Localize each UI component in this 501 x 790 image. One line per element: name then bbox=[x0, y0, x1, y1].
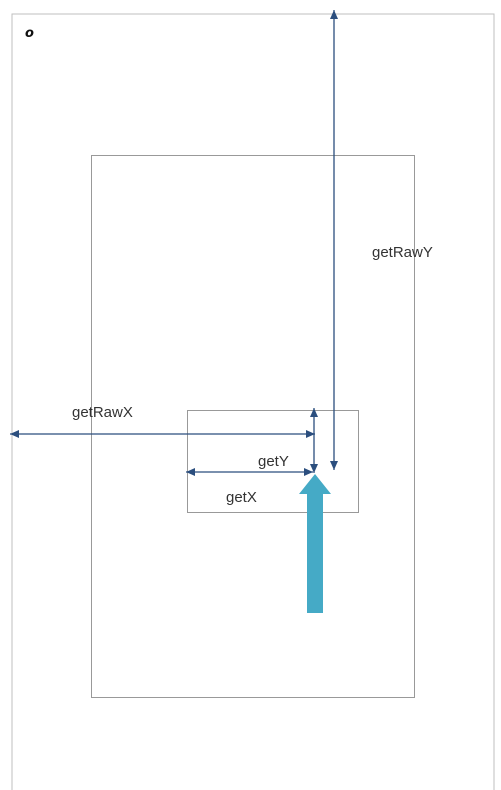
x-label: getX bbox=[226, 489, 257, 506]
y-label: getY bbox=[258, 453, 289, 470]
origin-label: o bbox=[25, 26, 34, 41]
parent-view-frame bbox=[91, 155, 415, 698]
raw-x-label: getRawX bbox=[72, 404, 133, 421]
raw-y-label: getRawY bbox=[372, 244, 433, 261]
inner-view-frame bbox=[187, 410, 359, 513]
screen-frame bbox=[11, 13, 495, 790]
touch-pointer-arrow-icon bbox=[299, 474, 331, 613]
